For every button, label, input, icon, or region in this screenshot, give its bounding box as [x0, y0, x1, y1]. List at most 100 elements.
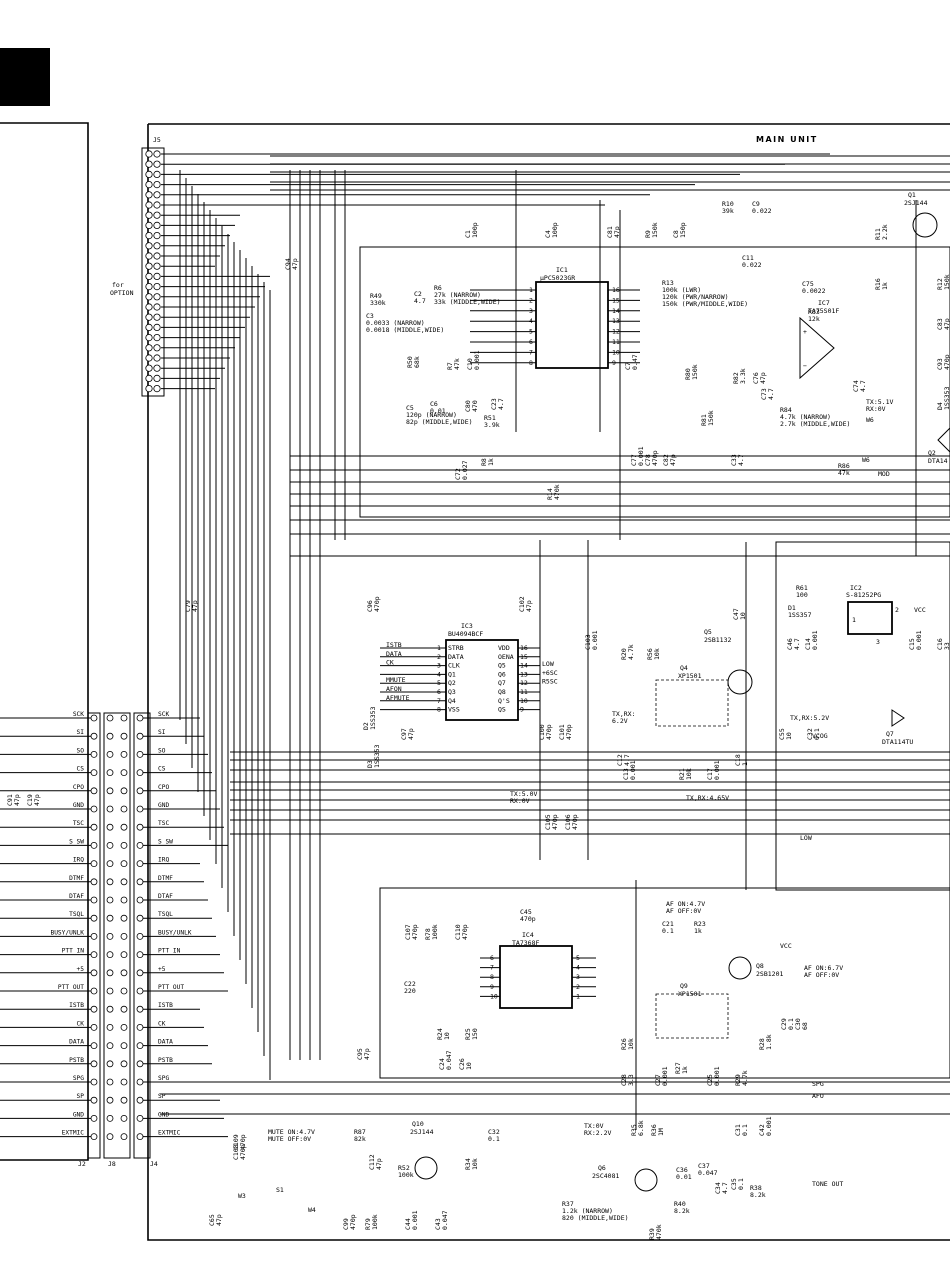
component-value: 47k — [838, 469, 850, 477]
ic3-pin-name: Q6 — [498, 670, 506, 678]
ic3-pin-name: Q1 — [448, 670, 456, 678]
j4-pin — [136, 1060, 144, 1068]
main-unit-title: MAIN UNIT — [756, 135, 818, 144]
j8-pin — [120, 787, 128, 795]
component-value: 47p — [375, 1158, 383, 1170]
q10-symbol — [414, 1156, 438, 1180]
component-value: 0.022 — [742, 261, 762, 269]
component-value: 10 — [465, 1062, 473, 1070]
j8-pin — [106, 732, 114, 740]
q8-part: 2SB1201 — [756, 970, 783, 978]
ic3-pin-name: Q2 — [448, 679, 456, 687]
component-value: 150k — [651, 222, 659, 238]
j5-pin — [153, 344, 161, 352]
ic7-part: TA75S01F — [808, 307, 839, 315]
component-ref: R82 — [732, 372, 740, 384]
ic1-pin-label: 2 — [529, 296, 533, 304]
ic3-pin-name: Q3 — [448, 688, 456, 696]
component-value: 0.0033 (NARROW)0.0018 (MIDDLE,WIDE) — [366, 319, 444, 334]
component-value: 0.1 — [737, 1178, 745, 1190]
ic2-vcc: VCC — [914, 606, 926, 614]
bus-signal-label-right: CS — [158, 766, 166, 773]
annotation-afo: AFO — [812, 1092, 824, 1100]
j8-pin — [120, 1133, 128, 1140]
ic3-pin-name: Q7 — [498, 679, 506, 687]
component-value: 10k — [685, 768, 693, 780]
bus-signal-label-right: CK — [158, 1020, 166, 1027]
component-ref: C1 — [464, 230, 472, 238]
j5-pin — [145, 303, 153, 311]
j4-pin — [136, 823, 144, 831]
ic3-pin-name: VSS — [448, 706, 460, 714]
j4-pin — [136, 969, 144, 977]
component-ref: R81 — [700, 414, 708, 426]
component-ref: C28 — [620, 1074, 628, 1086]
component-value: 10 — [739, 612, 747, 620]
bus-signal-label-left: SO — [77, 747, 85, 754]
component-value: 0.001 — [591, 630, 599, 650]
component-value: 0.001 — [811, 630, 819, 650]
j4-pin — [136, 842, 144, 849]
component-value: 1.8k — [765, 1034, 773, 1050]
connector-j4-label: J4 — [150, 1160, 158, 1168]
j8-pin — [120, 878, 128, 886]
j8-pin — [106, 823, 114, 831]
connector-j4 — [133, 712, 151, 1159]
component-value: 1k — [681, 1066, 689, 1074]
component-value: 470p — [239, 1134, 247, 1150]
ic1-part: μPC5023GR — [540, 274, 575, 282]
bus-signal-label-left: CPO — [73, 784, 84, 791]
component-value: 0.001 — [713, 1066, 721, 1086]
component-ref: C79 — [184, 600, 192, 612]
component-value: 0.1 — [662, 927, 674, 935]
j8-pin — [106, 787, 114, 795]
j2-pin — [90, 732, 98, 740]
ic3-input-label: DATA — [386, 650, 402, 658]
j5-pin — [153, 211, 161, 219]
j4-pin — [136, 714, 144, 722]
component-ref: C83 — [936, 318, 944, 330]
j2-pin — [90, 805, 98, 813]
bus-signal-label-left: CK — [77, 1020, 85, 1027]
q8-ref: Q8 — [756, 962, 764, 970]
component-value: 0.01 — [676, 1173, 692, 1181]
ic3-input-label: CK — [386, 659, 394, 667]
bus-signal-label-right: TSQL — [158, 911, 173, 918]
component-ref: C32 — [806, 728, 814, 740]
j8-pin — [120, 714, 128, 722]
component-ref: R79 — [364, 1218, 372, 1230]
component-ref: R13 — [662, 279, 674, 287]
component-ref: C106 — [564, 814, 572, 830]
component-value: 150k — [691, 364, 699, 380]
component-ref: D2 — [362, 722, 370, 730]
component-value: 470p — [520, 915, 536, 923]
bus-signal-label-right: S SW — [158, 838, 173, 845]
component-ref: C21 — [662, 920, 674, 928]
j8-pin — [120, 896, 128, 904]
j8-pin — [120, 914, 128, 922]
component-ref: C76 — [752, 372, 760, 384]
q6-ref: Q6 — [598, 1164, 606, 1172]
j8-pin — [106, 1060, 114, 1068]
j2-pin — [90, 1024, 98, 1031]
component-value: 150 — [471, 1028, 479, 1040]
j5-pin — [145, 262, 153, 270]
j2-pin — [90, 842, 98, 849]
ic3-pin-num: 3 — [437, 662, 441, 670]
component-ref: C42 — [758, 1124, 766, 1136]
component-ref: R7 — [446, 362, 454, 370]
j5-pin — [145, 181, 153, 189]
component-ref: R35 — [630, 1124, 638, 1136]
connector-j2-label: J2 — [78, 1160, 86, 1168]
bus-signal-label-left: SCK — [73, 711, 84, 718]
ic7-plus: + — [803, 328, 807, 336]
q9-part: XP1501 — [678, 990, 702, 998]
q10-ref: Q10 — [412, 1120, 424, 1128]
ic3-output-label: R5SC — [542, 678, 558, 686]
bus-signal-label-right: PTT IN — [158, 948, 181, 955]
component-ref: C110 — [454, 924, 462, 940]
component-ref: C55 — [778, 728, 786, 740]
